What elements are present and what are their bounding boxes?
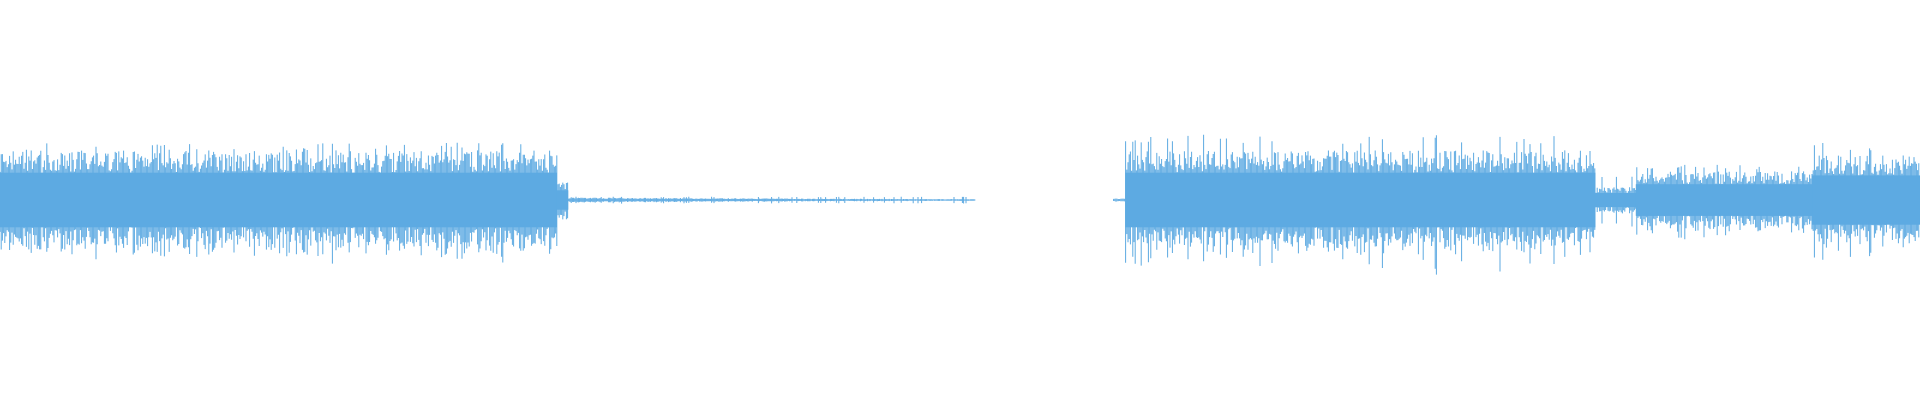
waveform-bars (0, 134, 1920, 275)
waveform-core-7 (1635, 184, 1813, 216)
waveform-core-5 (1125, 172, 1596, 228)
waveform-core-8 (1812, 175, 1920, 225)
waveform-core-6 (1595, 193, 1636, 208)
waveform-core-0 (0, 172, 557, 228)
waveform-core-1 (556, 190, 569, 210)
